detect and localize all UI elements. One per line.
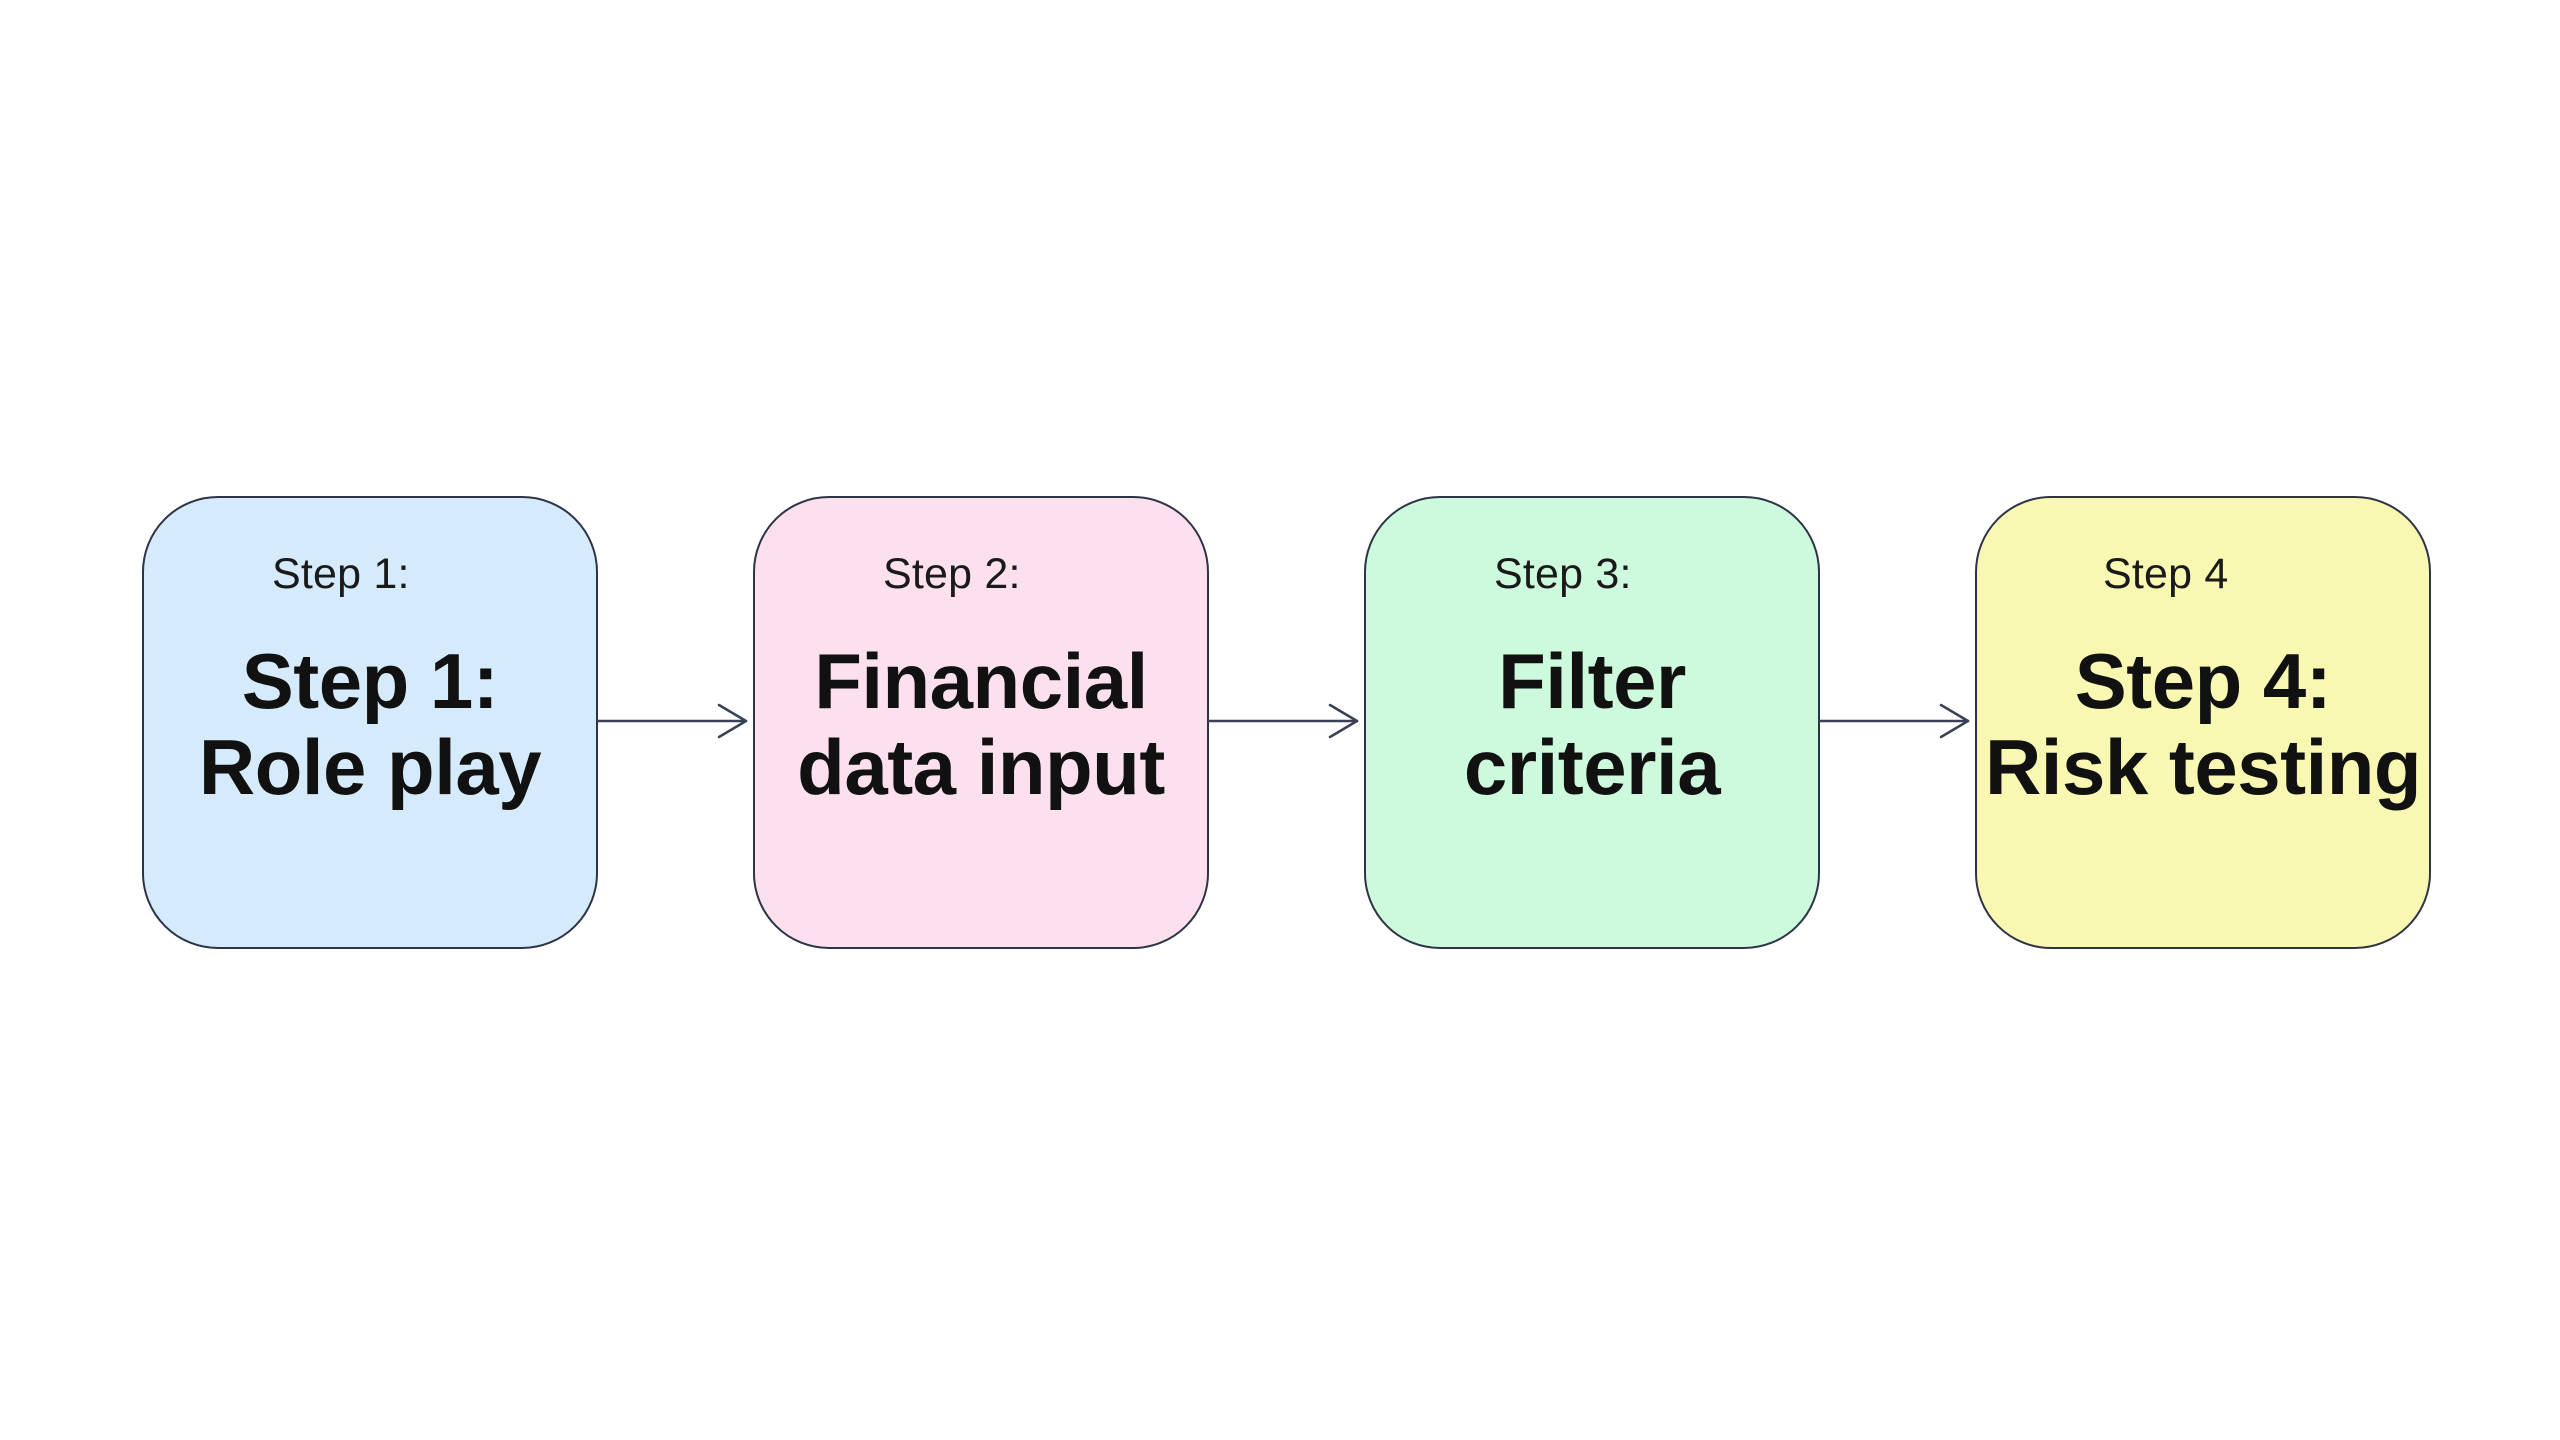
step-4-box: Step 4 Step 4: Risk testing <box>1975 496 2431 949</box>
step-4-title-line-2: Risk testing <box>1984 723 2422 811</box>
step-3-title-line-1: Filter <box>1498 637 1686 725</box>
step-1-box: Step 1: Step 1: Role play <box>142 496 598 949</box>
step-3-box: Step 3: Filter criteria <box>1364 496 1820 949</box>
step-2-box: Step 2: Financial data input <box>753 496 1209 949</box>
arrow-2-to-3 <box>1207 703 1359 739</box>
step-2-title-line-1: Financial <box>814 637 1148 725</box>
step-4-title: Step 4: Risk testing <box>1957 638 2449 810</box>
step-2-label: Step 2: <box>883 550 1021 598</box>
step-1-title-line-1: Step 1: <box>241 637 499 725</box>
arrow-1-to-2 <box>596 703 748 739</box>
step-4-label: Step 4 <box>2103 550 2229 598</box>
step-1-label: Step 1: <box>272 550 410 598</box>
step-4-title-line-1: Step 4: <box>2074 637 2332 725</box>
step-3-title-line-2: criteria <box>1463 723 1721 811</box>
arrow-3-to-4 <box>1818 703 1970 739</box>
step-3-title: Filter criteria <box>1346 638 1838 810</box>
step-3-label: Step 3: <box>1494 550 1632 598</box>
step-1-title-line-2: Role play <box>198 723 542 811</box>
step-1-title: Step 1: Role play <box>124 638 616 810</box>
step-2-title: Financial data input <box>735 638 1227 810</box>
step-2-title-line-2: data input <box>797 723 1165 811</box>
